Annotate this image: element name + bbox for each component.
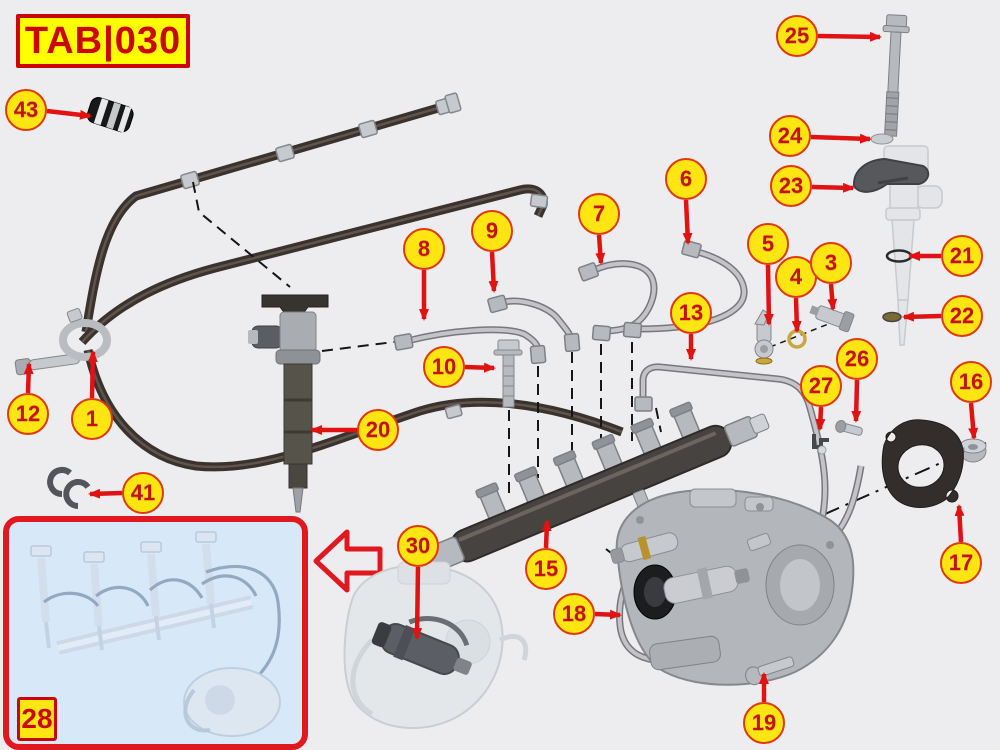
banjo-bolt — [809, 305, 855, 333]
injector-clamp — [852, 157, 930, 193]
pump-bolt — [745, 656, 795, 686]
callout-20[interactable]: 20 — [357, 409, 399, 451]
fuel-injector — [248, 294, 329, 513]
pump-gasket — [881, 419, 964, 508]
faded-pump — [343, 561, 529, 729]
callout-26[interactable]: 26 — [836, 338, 878, 380]
callout-25[interactable]: 25 — [776, 15, 818, 57]
callout-24[interactable]: 24 — [769, 115, 811, 157]
callout-16[interactable]: 16 — [950, 361, 992, 403]
callout-6[interactable]: 6 — [665, 158, 707, 200]
callout-10[interactable]: 10 — [423, 346, 465, 388]
retaining-clips — [47, 467, 91, 509]
tab-title: TAB|030 — [16, 14, 190, 68]
callout-19[interactable]: 19 — [743, 702, 785, 744]
hose-clip — [180, 92, 549, 420]
callout-30[interactable]: 30 — [397, 525, 439, 567]
clamp-bolt — [882, 14, 910, 137]
inset-faded-illustration — [30, 531, 281, 737]
callout-1[interactable]: 1 — [71, 398, 113, 440]
callout-17[interactable]: 17 — [940, 542, 982, 584]
mounting-small-parts — [812, 419, 987, 508]
callout-18[interactable]: 18 — [553, 593, 595, 635]
leader-arrows — [23, 31, 979, 702]
pipe-nut — [393, 239, 799, 578]
callout-22[interactable]: 22 — [941, 295, 983, 337]
callout-12[interactable]: 12 — [7, 393, 49, 435]
hose-clamp — [59, 307, 111, 361]
fuel-rail — [407, 401, 770, 576]
spring-band-clamp — [86, 97, 134, 133]
injection-pump — [609, 488, 855, 686]
callout-43[interactable]: 43 — [5, 89, 47, 131]
callout-41[interactable]: 41 — [122, 472, 164, 514]
callout-13[interactable]: 13 — [670, 292, 712, 334]
callout-3[interactable]: 3 — [810, 242, 852, 284]
callout-8[interactable]: 8 — [403, 228, 445, 270]
inset-pointer-arrow — [313, 529, 383, 593]
callout-5[interactable]: 5 — [747, 223, 789, 265]
callout-7[interactable]: 7 — [578, 193, 620, 235]
nozzle-seal — [882, 311, 902, 323]
callout-21[interactable]: 21 — [941, 235, 983, 277]
clamp-washer — [870, 133, 894, 145]
left-small-parts — [14, 97, 795, 686]
callout-15[interactable]: 15 — [525, 548, 567, 590]
callout-28-badge[interactable]: 28 — [17, 697, 57, 741]
fuel-return-hoses — [78, 92, 624, 472]
callout-23[interactable]: 23 — [770, 165, 812, 207]
rail-bolt — [493, 339, 523, 408]
injector-clamp-parts — [852, 14, 943, 346]
callout-27[interactable]: 27 — [800, 365, 842, 407]
callout-9[interactable]: 9 — [471, 210, 513, 252]
inset-panel — [3, 516, 308, 750]
